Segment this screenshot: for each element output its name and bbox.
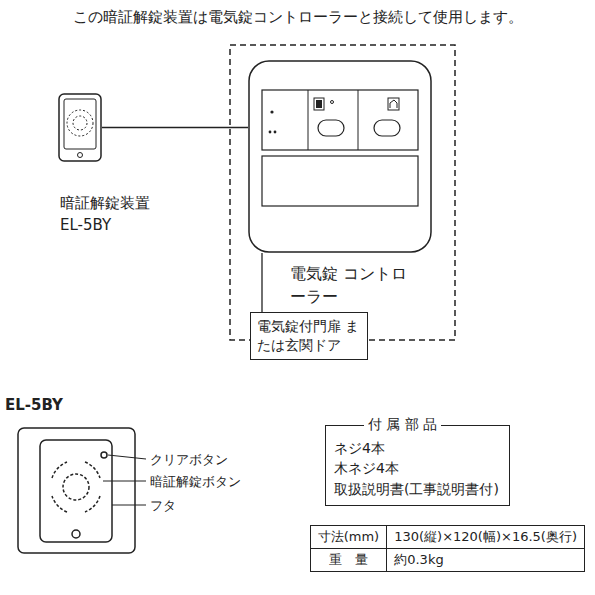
controller-outline xyxy=(248,60,432,253)
leader-lines xyxy=(103,455,146,505)
spec-table: 寸法(mm)130(縦)×120(幅)×16.5(奥行)重 量約0.3kg xyxy=(310,525,585,572)
callout-label: クリアボタン xyxy=(150,451,228,469)
model-heading: EL-5BY xyxy=(5,396,63,414)
device-label: 電気錠 コントローラー xyxy=(290,262,420,308)
door-box: 電気錠付門扉 または玄関ドア xyxy=(250,312,368,360)
device-outline xyxy=(58,93,102,162)
device-label: 暗証解錠装置 EL-5BY xyxy=(60,193,164,237)
callout-label: 暗証解錠ボタン xyxy=(150,473,241,491)
title: この暗証解錠装置は電気錠コントローラーと接続して使用します。 xyxy=(0,8,595,27)
callout-label: フタ xyxy=(150,497,176,515)
list-item: ネジ4本 xyxy=(334,438,499,458)
table-cell: 約0.3kg xyxy=(387,549,585,572)
connector-line xyxy=(261,253,262,312)
list-item: 取扱説明書(工事説明書付) xyxy=(334,479,499,499)
table-cell: 重 量 xyxy=(310,549,386,572)
accessory-box: 付 属 部 品ネジ4本木ネジ4本取扱説明書(工事説明書付) xyxy=(325,425,510,506)
table-cell: 寸法(mm) xyxy=(310,526,386,549)
controller-box: 電気錠 コントローラー xyxy=(248,60,432,253)
box-heading: 付 属 部 品 xyxy=(364,416,441,434)
dashed-boundary xyxy=(230,45,455,340)
box-text: 電気錠付門扉 または玄関ドア xyxy=(257,317,361,355)
terminal-icon: 暗証解錠装置 EL-5BY xyxy=(58,93,102,162)
table-cell: 130(縦)×120(幅)×16.5(奥行) xyxy=(387,526,585,549)
list-item: 木ネジ4本 xyxy=(334,458,499,478)
connector-line xyxy=(102,127,248,128)
device-front-view xyxy=(18,428,135,553)
